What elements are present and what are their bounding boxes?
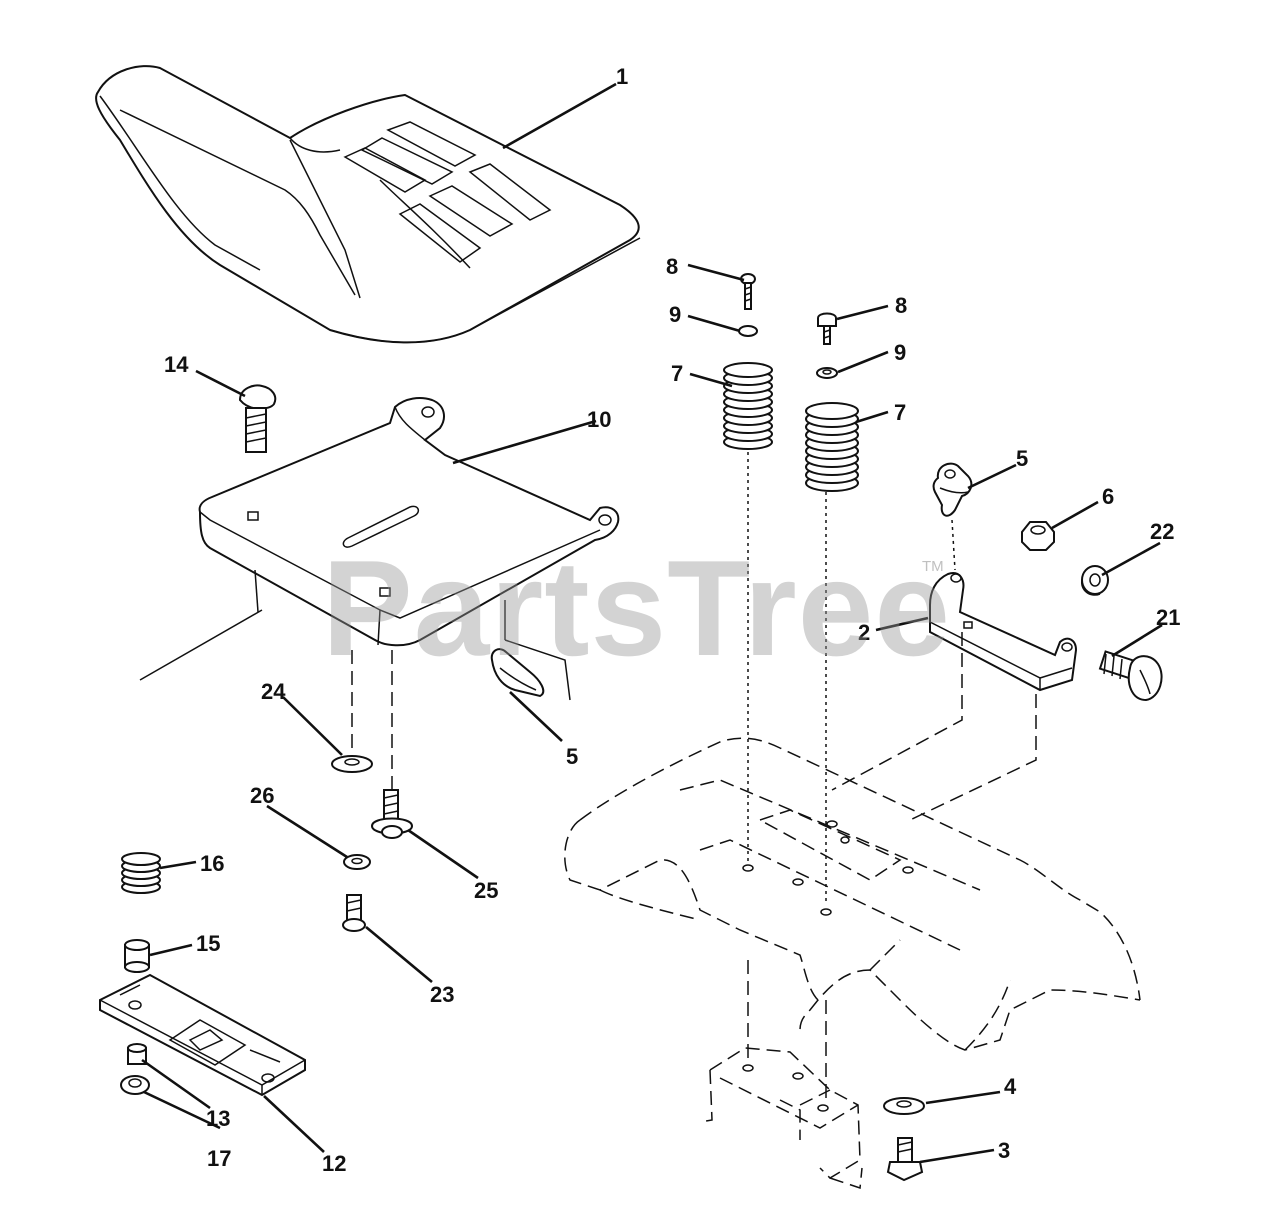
clip-5-left-part	[490, 648, 545, 698]
bolt-8-left-part	[740, 273, 756, 310]
callout-3: 3	[998, 1138, 1010, 1163]
nut-6-part	[1021, 521, 1055, 551]
callout-8-right: 8	[895, 293, 907, 318]
callout-25: 25	[474, 878, 498, 903]
callout-21: 21	[1156, 605, 1180, 630]
washer-9-left-part	[738, 325, 758, 337]
nut-17-part	[120, 1075, 150, 1095]
callout-4: 4	[1004, 1074, 1017, 1099]
bolt-8-right-part	[817, 312, 837, 345]
callout-22: 22	[1150, 519, 1174, 544]
callout-8-left: 8	[666, 254, 678, 279]
spacer-15-part	[124, 939, 150, 973]
tractor-frame-outline	[564, 737, 1141, 1051]
washer-22-part	[1081, 565, 1109, 596]
bolt-21-part	[1098, 650, 1163, 702]
callout-12: 12	[322, 1151, 346, 1176]
callout-5-right: 5	[1016, 446, 1028, 471]
spring-7-right-part	[805, 402, 859, 492]
clip-5-right-part	[932, 462, 973, 517]
bolt-3-part	[886, 1137, 924, 1182]
washer-24-part	[331, 755, 373, 773]
plate-12-part	[99, 973, 306, 1097]
callout-9-right: 9	[894, 340, 906, 365]
callout-14: 14	[164, 352, 189, 377]
callout-9-left: 9	[669, 302, 681, 327]
seat-pan-part	[139, 397, 620, 701]
spring-16-part	[121, 852, 161, 894]
callout-23: 23	[430, 982, 454, 1007]
lock-washer-26-part	[343, 854, 371, 870]
washer-4-part	[883, 1097, 925, 1115]
callout-16: 16	[200, 851, 224, 876]
callout-7-left: 7	[671, 361, 683, 386]
callout-7-right: 7	[894, 400, 906, 425]
shoulder-bolt-25-part	[370, 789, 414, 839]
callout-13: 13	[206, 1106, 230, 1131]
spacer-13-part	[127, 1043, 147, 1065]
carriage-bolt-part	[238, 384, 277, 453]
callout-1: 1	[616, 64, 628, 89]
callout-5-left: 5	[566, 744, 578, 769]
seat-part	[95, 65, 641, 344]
callout-24: 24	[261, 679, 286, 704]
callout-15: 15	[196, 931, 220, 956]
callout-17: 17	[207, 1146, 231, 1171]
washer-9-right-part	[816, 367, 838, 379]
callout-6: 6	[1102, 484, 1114, 509]
callout-26: 26	[250, 783, 274, 808]
spring-7-left-part	[723, 362, 773, 450]
callout-labels: 1 10 14 8 9 7 8 9 7 5 6 22 2 21 24 5 26 …	[164, 64, 1180, 1176]
lower-support-outline	[699, 960, 863, 1190]
leader-lines	[141, 82, 1163, 1164]
bolt-23-part	[342, 894, 366, 932]
callout-2: 2	[858, 620, 870, 645]
bracket-2-part	[929, 572, 1078, 692]
callout-10: 10	[587, 407, 611, 432]
